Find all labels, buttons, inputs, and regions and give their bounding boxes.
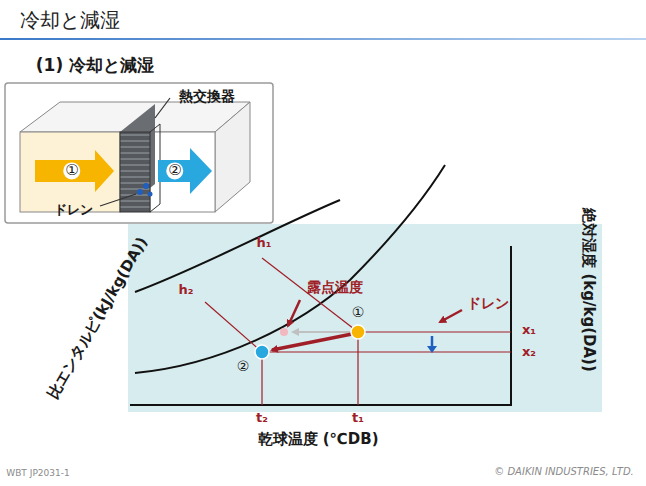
callout-number: ②: [237, 358, 250, 374]
humidity-label: x₁: [522, 323, 536, 338]
axis-label: 絶対湿度 (kg/kg(DA)): [579, 208, 596, 372]
humidity-label: x₂: [522, 345, 536, 360]
axis-label: 乾球温度 (℃DB): [258, 431, 379, 448]
callout-number: ②: [166, 162, 183, 179]
part-name: ドレン: [54, 203, 93, 218]
callout-label: ドレン: [467, 295, 509, 311]
footer-note: WBT JP2031-1: [6, 468, 69, 478]
callout-label: 露点温度: [307, 279, 363, 295]
callout-number: ①: [352, 304, 365, 320]
enthalpy-label: h₁: [257, 236, 272, 251]
callout-number: ①: [63, 162, 80, 179]
temperature-label: t₂: [256, 411, 268, 426]
section-heading: (1) 冷却と減湿: [36, 56, 154, 76]
part-name: 熱交換器: [179, 88, 235, 104]
temperature-label: t₁: [352, 411, 364, 426]
enthalpy-label: h₂: [179, 283, 194, 298]
copyright: © DAIKIN INDUSTRIES, LTD.: [494, 466, 634, 478]
slide-title: 冷却と減湿: [20, 9, 120, 32]
